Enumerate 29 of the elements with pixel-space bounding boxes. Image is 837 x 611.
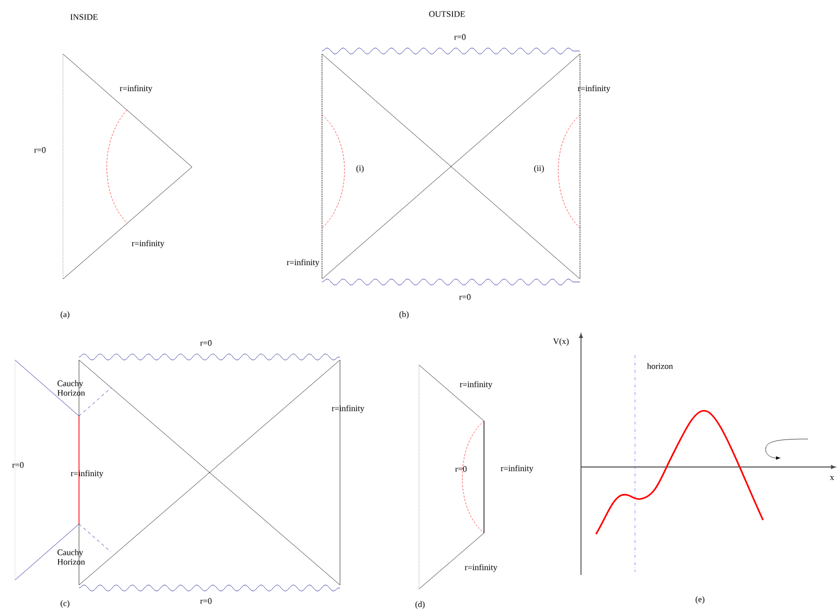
boundary-label: r=0 [34, 147, 46, 153]
horizon-label: horizon [647, 363, 673, 369]
boundary-label: r=infinity [286, 259, 320, 267]
boundary-label: r=0 [455, 466, 467, 472]
panel-label: (b) [399, 311, 409, 319]
boundary-label: Cauchy Horizon [57, 380, 85, 396]
region-label: (i) [356, 165, 364, 173]
boundary-label: r=0 [459, 294, 471, 300]
boundary-label: r=infinity [132, 240, 164, 248]
axis-label: x [830, 476, 834, 480]
panel-label: (d) [415, 601, 425, 609]
boundary-label: r=infinity [500, 465, 534, 473]
boundary-label: r=infinity [332, 405, 364, 413]
boundary-label: r=0 [200, 598, 212, 604]
boundary-label: r=0 [12, 462, 24, 468]
boundary-label: r=infinity [460, 381, 492, 389]
region-label: (ii) [534, 165, 544, 173]
boundary-label: Cauchy Horizon [57, 549, 85, 565]
boundary-label: r=infinity [120, 85, 152, 93]
panel-label: (e) [696, 596, 704, 604]
boundary-label: r=0 [454, 34, 466, 40]
boundary-label: r=infinity [464, 564, 498, 572]
heading: INSIDE [70, 14, 98, 20]
panel-label: (a) [60, 311, 70, 319]
boundary-label: r=infinity [578, 85, 610, 93]
panel-label: (c) [60, 600, 70, 608]
boundary-label: r=0 [200, 340, 212, 346]
axis-label: V(x) [553, 338, 569, 346]
heading: OUTSIDE [429, 11, 465, 17]
